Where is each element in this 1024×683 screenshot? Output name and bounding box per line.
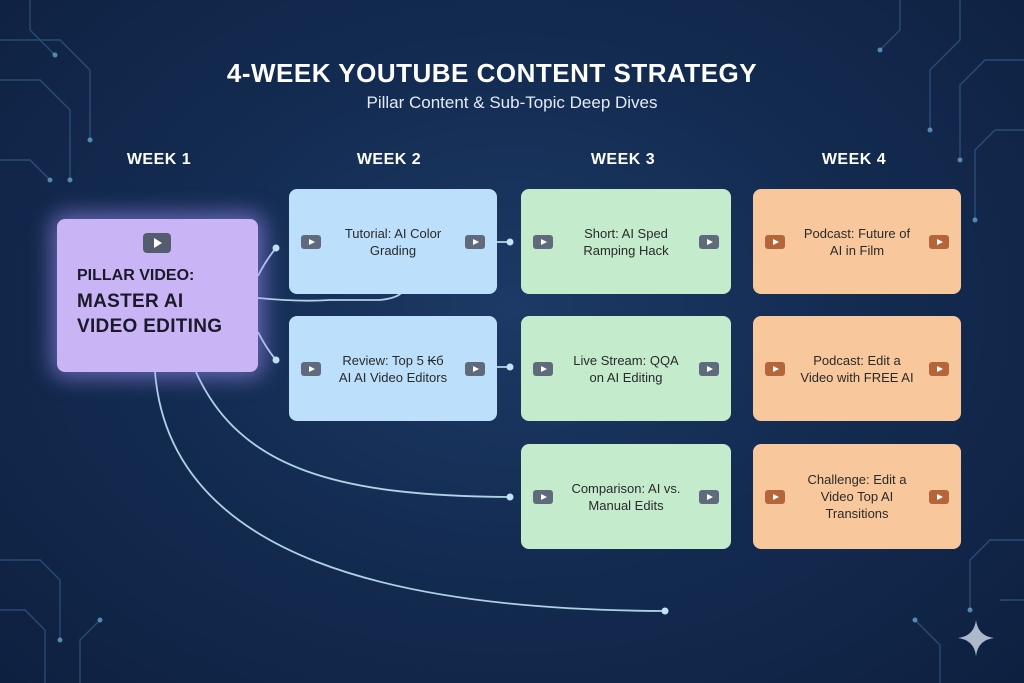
connector-tutorial-underline [257, 291, 403, 302]
youtube-play-icon [699, 361, 719, 376]
week-3-card-livestream[interactable]: Live Stream: QQA on AI Editing [521, 316, 731, 421]
card-text: Challenge: Edit a Video Top AI Transitio… [807, 472, 907, 521]
week-2-card-tutorial[interactable]: Tutorial: AI Color Grading [289, 189, 497, 294]
youtube-play-icon [699, 489, 719, 504]
week-2-label: WEEK 2 [356, 151, 422, 168]
youtube-play-icon [929, 361, 949, 376]
card-text: Tutorial: AI Color Grading [344, 225, 442, 258]
week-2-card-review[interactable]: Review: Top 5 ₭б AI AI Video Editors [289, 316, 497, 421]
youtube-play-icon [765, 234, 785, 249]
card-text: Review: Top 5 ₭б AI AI Video Editors [338, 352, 448, 385]
connector-pillar-to-bottom [154, 371, 666, 612]
page-subtitle: Pillar Content & Sub-Topic Deep Dives [366, 93, 658, 112]
card-text: Comparison: AI vs. Manual Edits [571, 480, 681, 513]
week-4-card-challenge[interactable]: Challenge: Edit a Video Top AI Transitio… [753, 444, 961, 549]
youtube-play-icon [301, 361, 321, 376]
week-4-label: WEEK 4 [821, 151, 887, 168]
week-3-label: WEEK 3 [590, 151, 656, 168]
youtube-play-icon [533, 234, 553, 249]
youtube-play-icon [929, 234, 949, 249]
youtube-play-icon [465, 234, 485, 249]
youtube-play-icon [533, 361, 553, 376]
week-3-card-short[interactable]: Short: AI Sped Ramping Hack [521, 189, 731, 294]
youtube-play-icon [465, 361, 485, 376]
page-title: 4-WEEK YOUTUBE CONTENT STRATEGY [226, 58, 758, 88]
sparkle-icon [958, 620, 994, 656]
week-3-card-comparison[interactable]: Comparison: AI vs. Manual Edits [521, 444, 731, 549]
youtube-play-icon [143, 233, 171, 253]
pillar-kicker: PILLAR VIDEO: [77, 267, 195, 284]
youtube-play-icon [765, 361, 785, 376]
week-4-card-podcast-future[interactable]: Podcast: Future of AI in Film [753, 189, 961, 294]
youtube-play-icon [533, 489, 553, 504]
week-4-card-podcast-free-ai[interactable]: Podcast: Edit a Video with FREE AI [753, 316, 961, 421]
youtube-play-icon [765, 489, 785, 504]
card-text: Live Stream: QQA on AI Editing [573, 352, 679, 385]
pillar-title-line-2: VIDEO EDITING [77, 316, 223, 337]
youtube-play-icon [699, 234, 719, 249]
pillar-title: MASTER AI VIDEO EDITING [77, 289, 222, 339]
connector-pillar-to-review [257, 331, 277, 361]
pillar-card[interactable]: PILLAR VIDEO: MASTER AI VIDEO EDITING [57, 219, 258, 372]
week-1-label: WEEK 1 [126, 151, 192, 168]
pillar-title-line-1: MASTER AI [77, 291, 184, 312]
connector-pillar-to-tutorial [257, 247, 277, 277]
youtube-play-icon [301, 234, 321, 249]
card-text: Podcast: Edit a Video with FREE AI [800, 352, 914, 385]
youtube-play-icon [929, 489, 949, 504]
card-text: Short: AI Sped Ramping Hack [583, 225, 669, 258]
connector-pillar-to-comparison [195, 371, 511, 498]
card-text: Podcast: Future of AI in Film [803, 225, 911, 258]
